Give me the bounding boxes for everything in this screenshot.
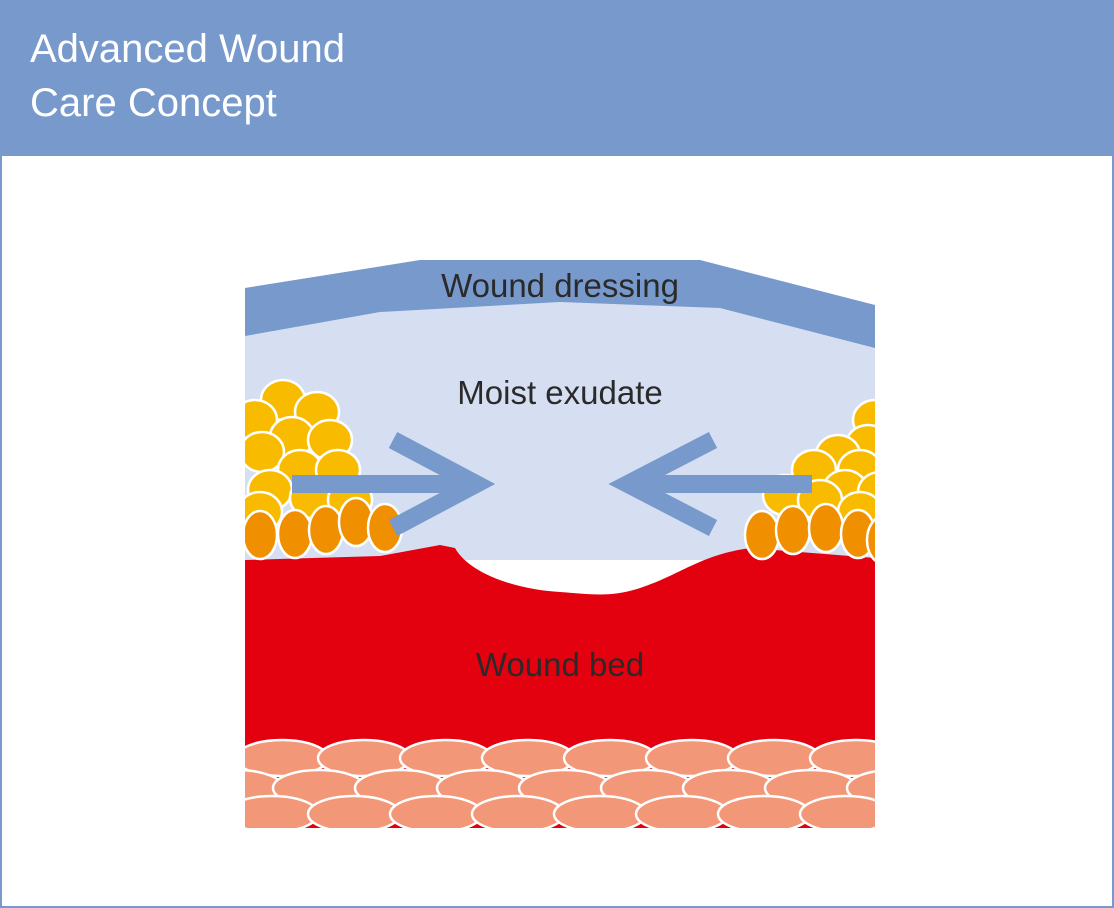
tissue-cell xyxy=(882,796,974,832)
tissue-cell xyxy=(154,740,246,776)
tissue-cell xyxy=(718,796,810,832)
tissue-cell xyxy=(226,796,318,832)
tissue-cell xyxy=(109,770,201,806)
tissue-cell xyxy=(472,796,564,832)
epidermal-cell xyxy=(745,511,779,559)
moist-exudate-label: Moist exudate xyxy=(457,374,662,411)
epidermal-cell xyxy=(278,510,312,558)
tissue-cell xyxy=(144,796,236,832)
wound-bed-label: Wound bed xyxy=(476,646,644,683)
tissue-cell xyxy=(390,796,482,832)
tissue-cell xyxy=(308,796,400,832)
epidermal-cell xyxy=(776,506,810,554)
epidermal-cell xyxy=(243,511,277,559)
tissue-cell xyxy=(892,740,984,776)
epidermal-cell xyxy=(809,504,843,552)
diagram-panel xyxy=(109,260,984,832)
wound-dressing-label: Wound dressing xyxy=(441,267,679,304)
tissue-cell xyxy=(554,796,646,832)
tissue-cell xyxy=(800,796,892,832)
epidermal-cell xyxy=(309,506,343,554)
epidermal-cell xyxy=(867,516,901,564)
tissue-cell-layer xyxy=(109,740,984,832)
tissue-cell xyxy=(636,796,728,832)
